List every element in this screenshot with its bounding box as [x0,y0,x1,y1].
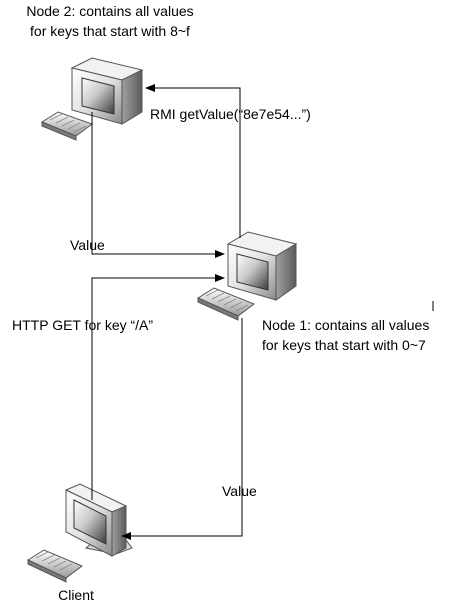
node1-value-label: Value [222,483,257,499]
node2-description-line1: Node 2: contains all values [26,3,193,19]
client-desktop-computer-icon [26,483,133,583]
node1-computer-icon [196,231,298,321]
http-get-arrow [91,274,225,500]
node2-description-line2: for keys that start with 8~f [30,23,190,39]
node2-value-label: Value [70,237,105,253]
node1-description-line2: for keys that start with 0~7 [262,337,426,353]
rmi-call-arrow [145,84,241,238]
node1-value-arrow [121,318,243,540]
client-label: Client [58,587,94,603]
node2-computer-icon [40,57,144,141]
http-get-label: HTTP GET for key “/A” [12,317,153,333]
rmi-call-label: RMI getValue(“8e7e54...”) [150,106,311,122]
node2-value-arrow [91,112,225,258]
node1-description-line1: Node 1: contains all values [262,317,429,333]
